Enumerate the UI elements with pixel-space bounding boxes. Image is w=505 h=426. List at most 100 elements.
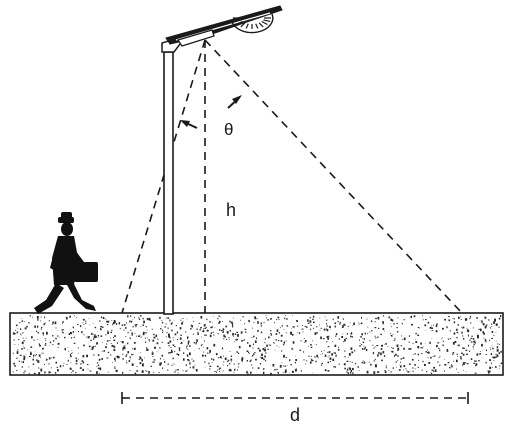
- ground-speckle: [69, 315, 71, 318]
- ground-speckle: [135, 325, 137, 328]
- ground-speckle: [265, 352, 267, 354]
- ground-speckle: [139, 315, 142, 317]
- ground-speckle: [355, 362, 357, 365]
- ground-speckle: [457, 324, 459, 326]
- ground-speckle: [270, 318, 272, 320]
- ground-speckle: [71, 349, 73, 351]
- ground-speckle: [403, 337, 406, 341]
- ground-speckle: [412, 342, 414, 344]
- ground-speckle: [78, 331, 79, 333]
- ground-speckle: [256, 318, 258, 320]
- ground-speckle: [456, 359, 458, 363]
- ground-speckle: [246, 350, 249, 352]
- ground-speckle: [421, 347, 423, 349]
- ground-speckle: [362, 360, 364, 362]
- ground-speckle: [223, 334, 225, 337]
- ground-speckle: [286, 325, 289, 327]
- ground-speckle: [146, 318, 149, 321]
- ground-speckle: [326, 329, 327, 331]
- ground-speckle: [147, 349, 148, 350]
- ground-speckle: [409, 348, 412, 350]
- ground-speckle: [217, 318, 219, 320]
- ground-speckle: [34, 325, 36, 328]
- ground-speckle: [362, 348, 364, 350]
- ground-speckle: [262, 371, 265, 374]
- ground-speckle: [326, 319, 328, 321]
- ground-speckle: [22, 361, 24, 364]
- ground-speckle: [391, 347, 393, 348]
- ground-speckle: [395, 353, 397, 356]
- ground-speckle: [350, 333, 353, 335]
- ground-speckle: [352, 325, 353, 326]
- ground-speckle: [131, 322, 132, 324]
- ground-speckle: [26, 325, 28, 328]
- ground-speckle: [475, 364, 477, 367]
- ground-speckle: [174, 346, 176, 348]
- ground-speckle: [77, 353, 79, 354]
- ground-speckle: [306, 360, 308, 362]
- ground-speckle: [284, 365, 286, 367]
- ground-speckle: [244, 323, 246, 325]
- ground-speckle: [209, 349, 211, 353]
- ground-speckle: [284, 317, 286, 319]
- ground-speckle: [342, 325, 344, 328]
- ground-speckle: [228, 338, 230, 340]
- ground-speckle: [282, 344, 285, 346]
- ground-speckle: [397, 360, 399, 362]
- ground-speckle: [316, 332, 318, 334]
- ground-speckle: [274, 369, 276, 371]
- ground-speckle: [462, 353, 465, 356]
- ground-speckle: [462, 362, 464, 363]
- ground-speckle: [97, 367, 100, 369]
- ground-speckle: [192, 334, 194, 335]
- ground-speckle: [484, 325, 487, 328]
- ground-speckle: [469, 315, 471, 317]
- ground-speckle: [24, 327, 27, 330]
- ground-speckle: [479, 328, 481, 330]
- ground-speckle: [29, 355, 31, 357]
- ground-speckle: [112, 362, 113, 363]
- ground-speckle: [95, 335, 97, 338]
- ground-speckle: [333, 352, 335, 354]
- ground-speckle: [473, 344, 475, 346]
- ground-speckle: [143, 320, 145, 324]
- ground-speckle: [316, 354, 319, 358]
- ground-speckle: [48, 363, 50, 365]
- ground-speckle: [345, 337, 347, 339]
- lamp-pole: [163, 51, 174, 315]
- ground-speckle: [495, 366, 497, 368]
- ground-speckle: [218, 368, 220, 371]
- ground-speckle: [344, 367, 346, 370]
- ground-speckle: [158, 372, 160, 374]
- ground-speckle: [156, 342, 159, 345]
- ground-speckle: [461, 352, 463, 354]
- ground-speckle: [62, 321, 64, 323]
- ground-speckle: [123, 345, 125, 348]
- ground-speckle: [331, 353, 333, 356]
- ground-speckle: [493, 360, 495, 361]
- ground-speckle: [211, 322, 213, 324]
- ground-speckle: [86, 336, 88, 338]
- ground-speckle: [494, 318, 496, 322]
- ground-speckle: [410, 315, 412, 319]
- ground-speckle: [281, 325, 283, 327]
- ground-speckle: [92, 333, 94, 335]
- ground-speckle: [462, 347, 464, 349]
- ground-speckle: [28, 366, 30, 368]
- ground-speckle: [308, 346, 309, 347]
- ground-speckle: [498, 352, 500, 355]
- ground-speckle: [183, 352, 185, 354]
- ground-speckle: [460, 316, 461, 318]
- angle-arrow-right: [227, 95, 242, 109]
- ground-speckle: [479, 320, 481, 322]
- ground-texture: [12, 315, 503, 375]
- ground-speckle: [37, 339, 38, 340]
- ground-speckle: [85, 322, 87, 324]
- ground-speckle: [100, 326, 102, 328]
- ground-speckle: [41, 352, 43, 354]
- ground-speckle: [273, 342, 275, 344]
- ground-speckle: [79, 325, 82, 327]
- ground-speckle: [104, 318, 106, 320]
- ground-speckle: [113, 339, 116, 341]
- ground-speckle: [482, 323, 485, 326]
